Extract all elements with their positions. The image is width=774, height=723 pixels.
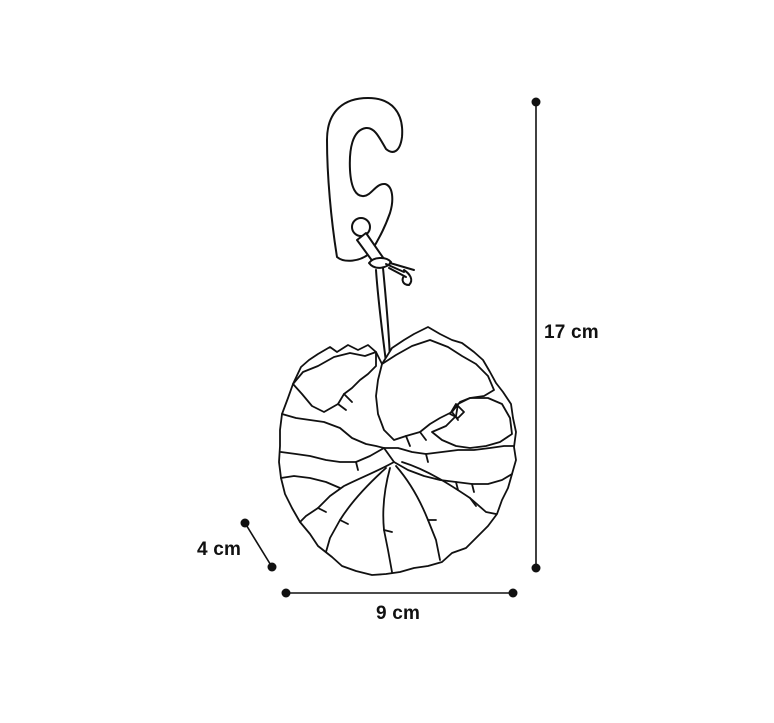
depth-label: 4 cm [197, 539, 242, 560]
width-dimension [281, 588, 518, 598]
height-dimension [531, 97, 541, 573]
width-label: 9 cm [376, 603, 421, 624]
woven-ball-icon [278, 326, 517, 576]
height-label: 17 cm [544, 322, 599, 343]
depth-dimension [240, 518, 277, 572]
